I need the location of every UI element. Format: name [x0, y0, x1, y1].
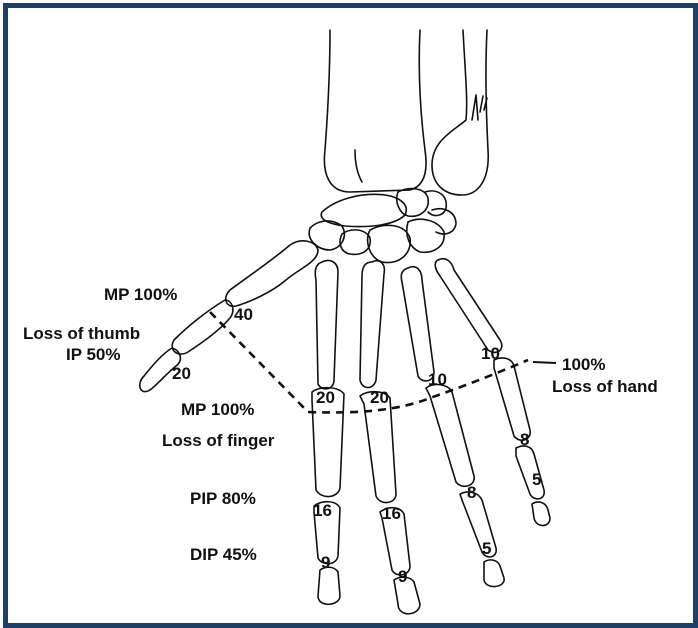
thumb-mp-value: 40 — [234, 305, 253, 324]
labels: MP 100% Loss of thumb IP 50% MP 100% Los… — [23, 285, 658, 564]
middle-mp-value: 20 — [370, 388, 389, 407]
signature-mark — [472, 95, 487, 120]
middle-dip-value: 9 — [398, 567, 407, 586]
thumb-mp-line — [210, 312, 308, 412]
pip-label: PIP 80% — [190, 489, 256, 508]
little-dip-value: 5 — [532, 470, 541, 489]
middle-pip-value: 16 — [382, 504, 401, 523]
hand-line — [308, 360, 528, 412]
ring-pip-value: 8 — [467, 483, 476, 502]
index-mp-value: 20 — [316, 388, 335, 407]
forearm-bones — [324, 30, 488, 195]
middle-finger-bones — [360, 261, 420, 614]
index-dip-value: 9 — [321, 553, 330, 572]
hand-percent-label: 100% — [562, 355, 605, 374]
loss-of-thumb-label: Loss of thumb — [23, 324, 140, 343]
ring-dip-value: 5 — [482, 539, 491, 558]
index-pip-value: 16 — [313, 501, 332, 520]
carpal-bones — [309, 189, 456, 263]
mp-thumb-label: MP 100% — [104, 285, 177, 304]
thumb-ip-value: 20 — [172, 364, 191, 383]
dip-label: DIP 45% — [190, 545, 257, 564]
radius-bone — [324, 30, 426, 192]
hand-label-dash — [533, 362, 556, 363]
mp-finger-label: MP 100% — [181, 400, 254, 419]
thumb-metacarpal — [226, 241, 318, 306]
loss-of-hand-label: Loss of hand — [552, 377, 658, 396]
little-mp-value: 10 — [481, 344, 500, 363]
ip-thumb-label: IP 50% — [66, 345, 121, 364]
loss-of-finger-label: Loss of finger — [162, 431, 275, 450]
ring-mp-value: 10 — [428, 370, 447, 389]
radius-end-detail — [355, 150, 362, 182]
little-pip-value: 8 — [520, 430, 529, 449]
thumb-bones — [140, 241, 318, 392]
